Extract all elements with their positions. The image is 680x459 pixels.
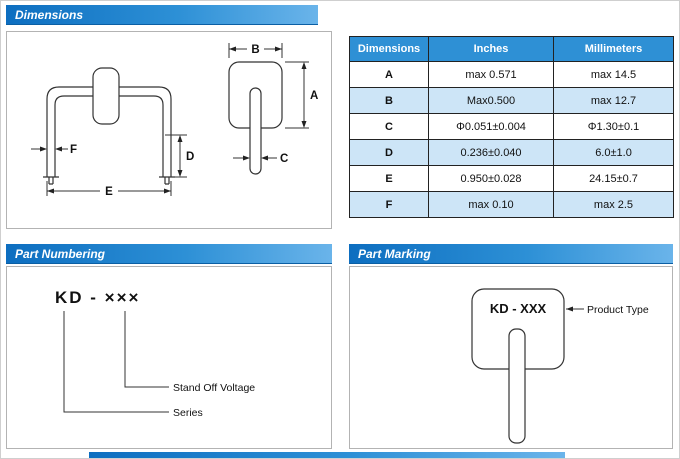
dim-mm: Φ1.30±0.1 <box>553 113 674 140</box>
dim-letter: D <box>349 139 429 166</box>
section-title-dimensions: Dimensions <box>15 8 84 22</box>
dim-inches: 0.236±0.040 <box>428 139 554 166</box>
dim-label-b: B <box>251 44 259 56</box>
part-marking-code: KD - XXX <box>490 301 547 316</box>
dim-inches: max 0.571 <box>428 61 554 88</box>
table-row: E 0.950±0.028 24.15±0.7 <box>349 165 674 192</box>
section-title-part-numbering: Part Numbering <box>15 247 106 261</box>
dim-inches: max 0.10 <box>428 191 554 218</box>
product-type-arrowhead <box>566 306 573 312</box>
table-row: F max 0.10 max 2.5 <box>349 191 674 218</box>
table-row: D 0.236±0.040 6.0±1.0 <box>349 139 674 166</box>
marked-component-outline <box>471 288 565 444</box>
dim-mm: 6.0±1.0 <box>553 139 674 166</box>
dim-mm: max 14.5 <box>553 61 674 88</box>
table-row: C Φ0.051±0.004 Φ1.30±0.1 <box>349 113 674 140</box>
front-view-arrowheads <box>40 135 183 194</box>
dim-letter: E <box>349 165 429 192</box>
dim-label-d: D <box>186 151 194 163</box>
col-header-millimeters: Millimeters <box>553 36 674 62</box>
section-header-dimensions: Dimensions <box>6 5 318 25</box>
dimensions-table: Dimensions Inches Millimeters A max 0.57… <box>349 36 674 218</box>
part-marking-diagram: KD - XXX Product Type <box>471 288 649 444</box>
series-label: Series <box>173 407 203 419</box>
table-row: B Max0.500 max 12.7 <box>349 87 674 114</box>
dim-inches: Φ0.051±0.004 <box>428 113 554 140</box>
side-view-dimension-lines <box>228 43 309 159</box>
section-header-part-numbering: Part Numbering <box>6 244 332 264</box>
dim-letter: A <box>349 61 429 88</box>
col-header-dimensions: Dimensions <box>349 36 429 62</box>
part-marking-panel: KD - XXX Product Type <box>349 266 673 449</box>
table-row: A max 0.571 max 14.5 <box>349 61 674 88</box>
section-title-part-marking: Part Marking <box>358 247 431 261</box>
table-header-row: Dimensions Inches Millimeters <box>349 36 674 62</box>
part-numbering-callout-lines <box>63 311 169 413</box>
product-type-label: Product Type <box>587 304 649 316</box>
component-dimension-drawing: F D E B A C <box>31 43 318 198</box>
front-view-dimension-lines <box>31 134 187 196</box>
section-header-partial <box>89 452 565 458</box>
section-header-part-marking: Part Marking <box>349 244 673 264</box>
dimensions-drawing-panel: F D E B A C <box>6 31 332 229</box>
part-numbering-diagram: KD - ××× Stand Off Voltage Series <box>55 288 255 419</box>
dim-letter: B <box>349 87 429 114</box>
dim-inches: Max0.500 <box>428 87 554 114</box>
side-view-arrowheads <box>229 46 307 161</box>
dim-letter: F <box>349 191 429 218</box>
front-view-outline <box>43 67 175 185</box>
dim-mm: max 2.5 <box>553 191 674 218</box>
part-numbering-panel: KD - ××× Stand Off Voltage Series <box>6 266 332 449</box>
part-number-code: KD - ××× <box>55 288 140 307</box>
dim-label-f: F <box>70 144 77 156</box>
dim-label-a: A <box>310 90 318 102</box>
dim-mm: 24.15±0.7 <box>553 165 674 192</box>
dim-inches: 0.950±0.028 <box>428 165 554 192</box>
dim-label-e: E <box>105 186 113 198</box>
col-header-inches: Inches <box>428 36 554 62</box>
side-view-outline <box>228 61 283 175</box>
dim-mm: max 12.7 <box>553 87 674 114</box>
dim-label-c: C <box>280 153 288 165</box>
dim-letter: C <box>349 113 429 140</box>
stand-off-voltage-label: Stand Off Voltage <box>173 382 255 394</box>
